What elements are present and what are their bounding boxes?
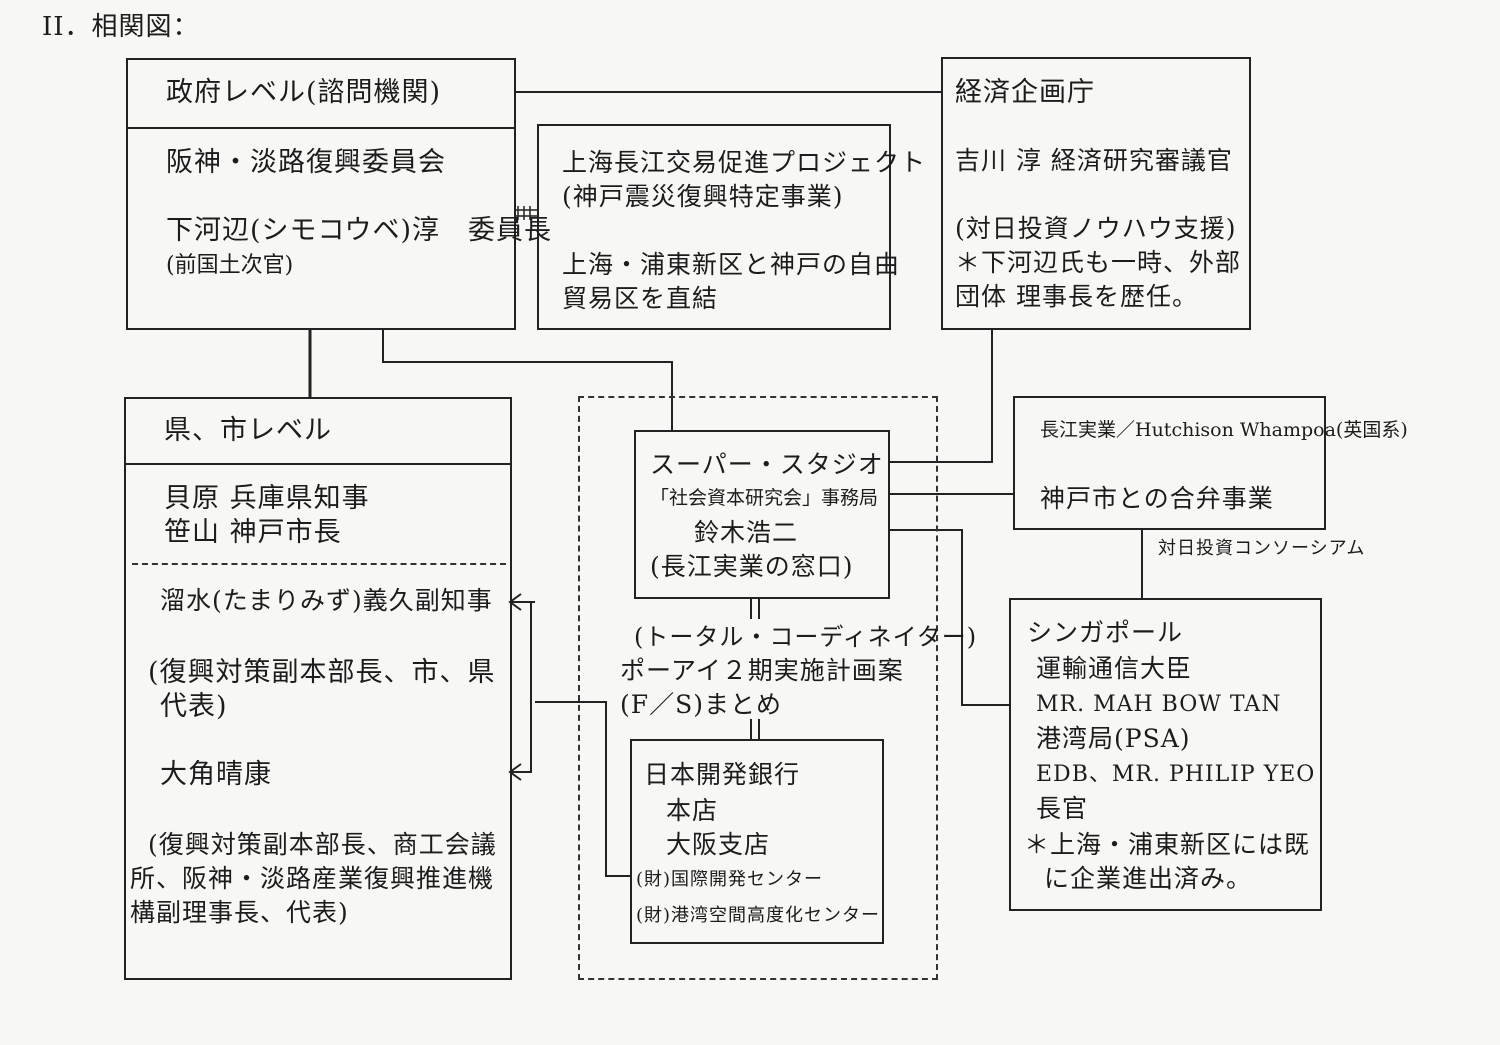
epa-header: 経済企画庁 (955, 77, 1095, 108)
pref-governor: 貝原 兵庫県知事 (164, 483, 370, 514)
studio-name: スーパー・スタジオ (650, 450, 884, 479)
bank-pref-connector (535, 701, 630, 877)
singapore-edb: EDB、MR. PHILIP YEO (1036, 762, 1316, 787)
singapore-note-1: ＊上海・浦東新区には既 (1024, 830, 1311, 859)
gov-header: 政府レベル(諮問機関) (166, 77, 442, 108)
epa-person: 吉川 淳 経済研究審議官 (955, 146, 1233, 175)
bank-name: 日本開発銀行 (644, 760, 801, 789)
singapore-note-2: に企業進出済み。 (1044, 864, 1253, 893)
epa-note-1: (対日投資ノウハウ支援) (955, 214, 1237, 243)
singapore-edb-title: 長官 (1036, 794, 1089, 823)
singapore-header: シンガポール (1027, 618, 1184, 647)
singapore-minister-name: MR. MAH BOW TAN (1036, 692, 1282, 717)
prefecture-city-level-box (124, 397, 512, 980)
page-heading: II．相関図： (42, 12, 200, 42)
cheung-kong-box (1013, 396, 1326, 530)
cheung-kong-name: 長江実業／Hutchison Whampoa(英国系) (1040, 419, 1408, 441)
pref-okado-role-3: 構副理事長、代表) (130, 898, 349, 927)
studio-role: (長江実業の窓口) (650, 552, 854, 581)
coordinator-plan: ポーアイ２期実施計画案 (620, 656, 904, 685)
pref-okado-role-2: 所、阪神・淡路産業復興推進機 (130, 864, 495, 893)
pref-vice-governor-role-2: 代表) (160, 691, 228, 722)
epa-note-3: 団体 理事長を歴任。 (955, 282, 1198, 311)
gov-chair-note: (前国土次官) (166, 253, 294, 278)
cheung-kong-jv: 神戸市との合弁事業 (1040, 484, 1274, 513)
government-level-box (126, 58, 516, 330)
gov-shanghai-link (515, 206, 537, 220)
development-bank-box (630, 739, 884, 944)
pref-header-divider (126, 463, 510, 465)
shanghai-desc-2: 貿易区を直結 (562, 284, 719, 313)
pref-mayor: 笹山 神戸市長 (164, 517, 342, 548)
singapore-minister: 運輸通信大臣 (1036, 654, 1193, 683)
coordinator-summary: (F／S)まとめ (620, 690, 782, 719)
economic-planning-agency-box (941, 57, 1251, 330)
singapore-box (1009, 598, 1322, 911)
super-studio-box (634, 430, 890, 599)
bank-port-space-center: (財)港湾空間高度化センター (636, 905, 881, 926)
epa-studio-connector (890, 330, 993, 463)
studio-secretariat: 「社会資本研究会」事務局 (650, 487, 879, 509)
gov-committee: 阪神・淡路復興委員会 (166, 147, 446, 178)
pref-header: 県、市レベル (164, 415, 332, 446)
pref-dashed-divider (132, 563, 506, 565)
shanghai-subtitle: (神戸震災復興特定事業) (562, 182, 844, 211)
shanghai-project-box (537, 124, 891, 330)
shanghai-desc-1: 上海・浦東新区と神戸の自由 (562, 250, 901, 279)
consortium-label: 対日投資コンソーシアム (1158, 538, 1366, 559)
shanghai-title: 上海長江交易促進プロジェクト (562, 148, 927, 177)
pref-vice-governor-role-1: (復興対策副本部長、市、県 (148, 657, 496, 688)
pref-bracket-connector (510, 601, 535, 773)
gov-header-divider (128, 127, 514, 129)
pref-okado-role-1: (復興対策副本部長、商工会議 (148, 830, 497, 859)
pref-okado: 大角晴康 (160, 759, 272, 790)
studio-singapore-connector (890, 529, 1010, 706)
bank-head-office: 本店 (666, 796, 719, 825)
gov-chair: 下河辺(シモコウベ)淳 委員長 (166, 215, 552, 246)
bank-intl-dev-center: (財)国際開発センター (636, 869, 824, 890)
singapore-port-authority: 港湾局(PSA) (1036, 724, 1191, 753)
epa-note-2: ＊下河辺氏も一時、外部 (955, 248, 1242, 277)
coordinator-title: (トータル・コーディネイター) (634, 623, 978, 651)
bank-osaka-branch: 大阪支店 (666, 830, 771, 859)
pref-vice-governor: 溜水(たまりみず)義久副知事 (160, 586, 493, 615)
coordination-group-dashed-box (578, 396, 938, 980)
studio-person: 鈴木浩二 (694, 518, 799, 547)
